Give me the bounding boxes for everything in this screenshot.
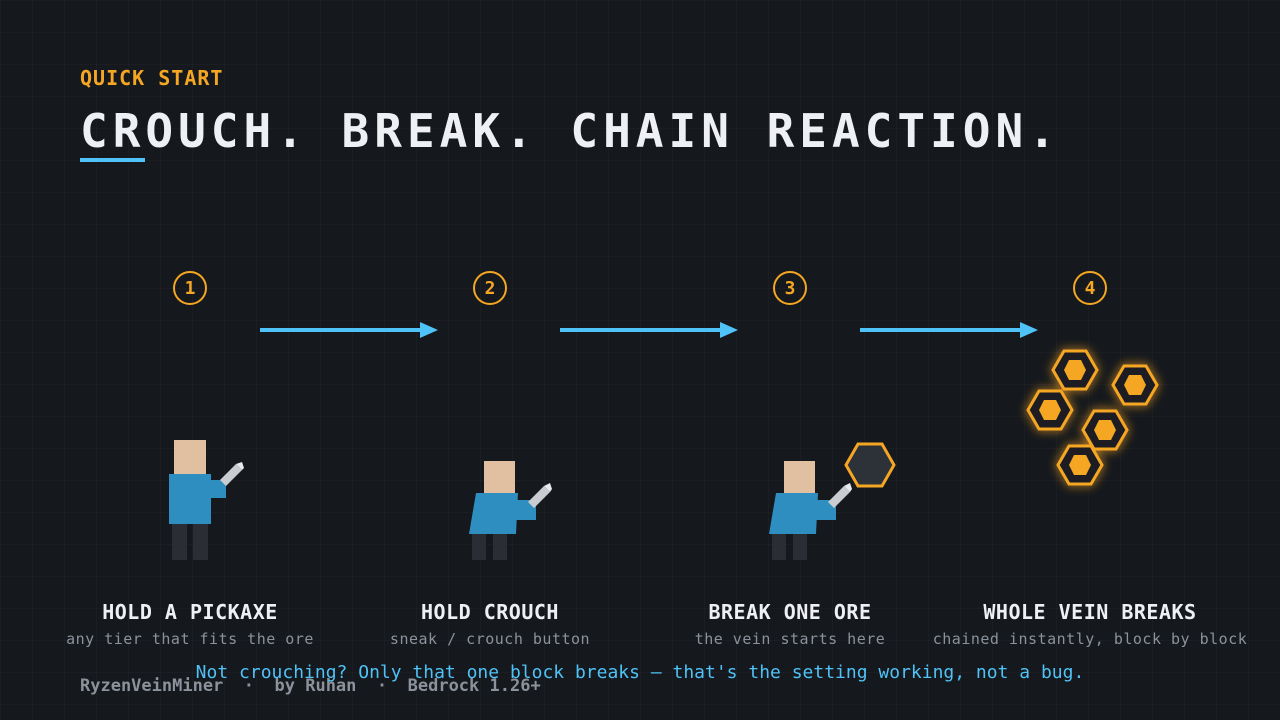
step-number-1: 1: [173, 271, 207, 305]
player-icon: [169, 440, 244, 560]
step-title-3: BREAK ONE ORE: [708, 600, 872, 624]
eyebrow-label: QUICK START: [80, 66, 224, 90]
step-title-1: HOLD A PICKAXE: [102, 600, 278, 624]
footer-version: Bedrock 1.26+: [407, 676, 541, 696]
step-arrow-icon: [860, 322, 1038, 338]
ore-block-icon: [844, 442, 896, 488]
step-number-2: 2: [473, 271, 507, 305]
step-arrow-icon: [560, 322, 738, 338]
ore-vein-icon: [1026, 349, 1159, 486]
pickaxe-icon: [828, 483, 852, 508]
page-title: CROUCH. BREAK. CHAIN REACTION.: [80, 104, 1061, 158]
footer-app-name: RyzenVeinMiner: [80, 676, 224, 696]
footer-separator: ·: [243, 676, 255, 696]
step-subtitle-1: any tier that fits the ore: [66, 630, 314, 648]
step-title-4: WHOLE VEIN BREAKS: [983, 600, 1197, 624]
footer-author: by Ruhan: [274, 676, 357, 696]
title-underline: [80, 158, 145, 162]
step-arrow-icon: [260, 322, 438, 338]
player-icon: [469, 461, 552, 560]
step-number-3: 3: [773, 271, 807, 305]
step-title-2: HOLD CROUCH: [421, 600, 559, 624]
footer-separator: ·: [376, 676, 388, 696]
step-subtitle-4: chained instantly, block by block: [932, 630, 1248, 648]
player-icon: [769, 442, 896, 560]
pickaxe-icon: [220, 462, 244, 486]
crouch-note: Not crouching? Only that one block break…: [195, 662, 1085, 683]
step-number-4: 4: [1073, 271, 1107, 305]
step-subtitle-3: the vein starts here: [694, 630, 886, 648]
pickaxe-icon: [528, 483, 552, 508]
footer-credits: RyzenVeinMiner · by Ruhan · Bedrock 1.26…: [80, 676, 541, 696]
step-subtitle-2: sneak / crouch button: [389, 630, 591, 648]
